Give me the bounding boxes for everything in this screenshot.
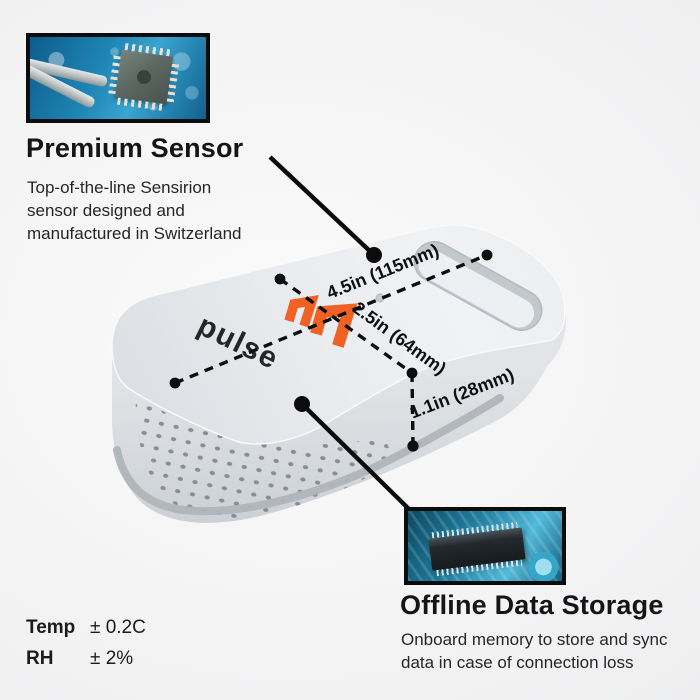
spec-value: ± 0.2C [90,616,146,638]
sensor-chip [108,43,180,111]
offline-storage-title: Offline Data Storage [400,590,664,620]
offline-storage-leader-dot [294,396,310,412]
spec-row-rh: RH ± 2% [26,643,146,674]
premium-sensor-description: Top-of-the-line Sensirion sensor designe… [27,178,242,243]
offline-storage-leader-line [300,402,414,514]
premium-sensor-leader-dot [366,247,382,263]
dimension-lines [174,253,488,447]
accuracy-specs: Temp ± 0.2C RH ± 2% [26,612,146,674]
offline-storage-description: Onboard memory to store and sync data in… [401,630,668,672]
chip-die [136,69,152,85]
device-bottom-trim [113,394,504,516]
premium-sensor-leader-line [268,155,376,257]
spec-row-temp: Temp ± 0.2C [26,612,146,643]
callout-lines [268,155,414,514]
dimension-end-dots [169,249,493,452]
memory-chip-image [404,507,566,585]
dimension-line-width [279,277,413,375]
spec-label: RH [26,647,54,669]
dimension-line-length [174,253,488,385]
memory-chip [428,521,526,577]
spec-label: Temp [26,616,76,638]
dimension-line-height [410,372,415,447]
brand-logo [284,295,358,348]
sensor-chip-image [26,33,210,123]
spec-value: ± 2% [90,647,134,669]
premium-sensor-title: Premium Sensor [26,133,244,163]
